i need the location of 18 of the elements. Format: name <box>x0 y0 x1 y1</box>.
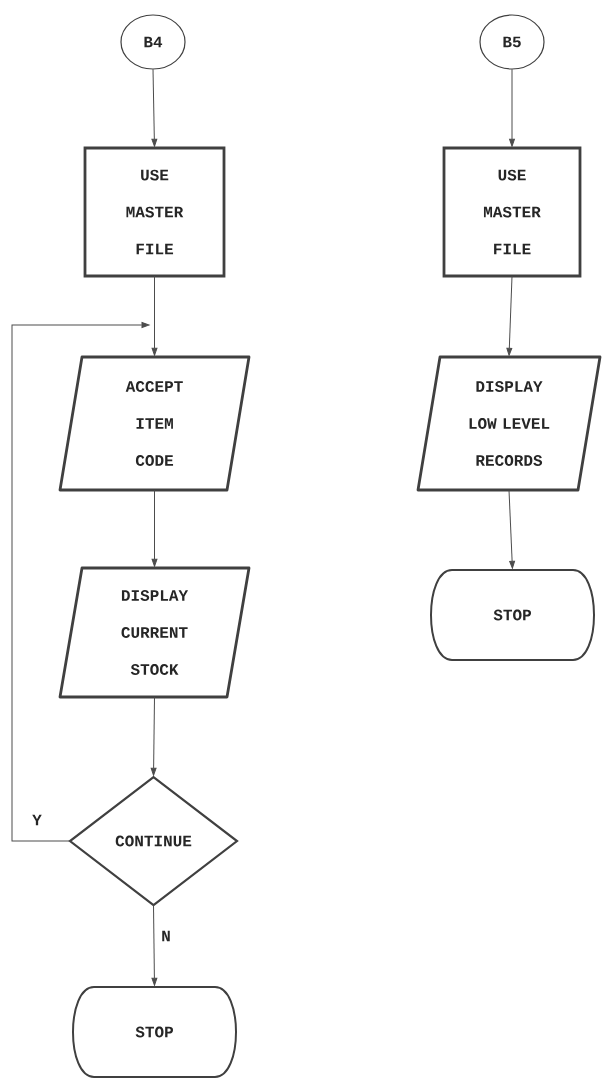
arrow <box>508 489 516 569</box>
arrow <box>151 904 158 986</box>
arrow <box>151 489 158 567</box>
process-box: USE MASTER FILE <box>442 146 582 278</box>
input-output-parallelogram: DISPLAY CURRENT STOCK <box>58 566 251 699</box>
arrow <box>151 68 158 147</box>
terminal-box: STOP <box>72 986 237 1078</box>
arrow <box>506 275 513 356</box>
input-output-parallelogram: ACCEPT ITEM CODE <box>58 355 251 492</box>
process-box: USE MASTER FILE <box>83 146 226 278</box>
arrow <box>509 68 515 147</box>
edge-label: N <box>160 929 172 943</box>
input-output-parallelogram: DISPLAY LOW LEVEL RECORDS <box>416 355 602 492</box>
arrow <box>11 322 150 842</box>
edge-label: Y <box>31 813 43 827</box>
arrow <box>151 275 158 356</box>
terminal-box: STOP <box>430 569 595 661</box>
arrow <box>150 696 157 776</box>
